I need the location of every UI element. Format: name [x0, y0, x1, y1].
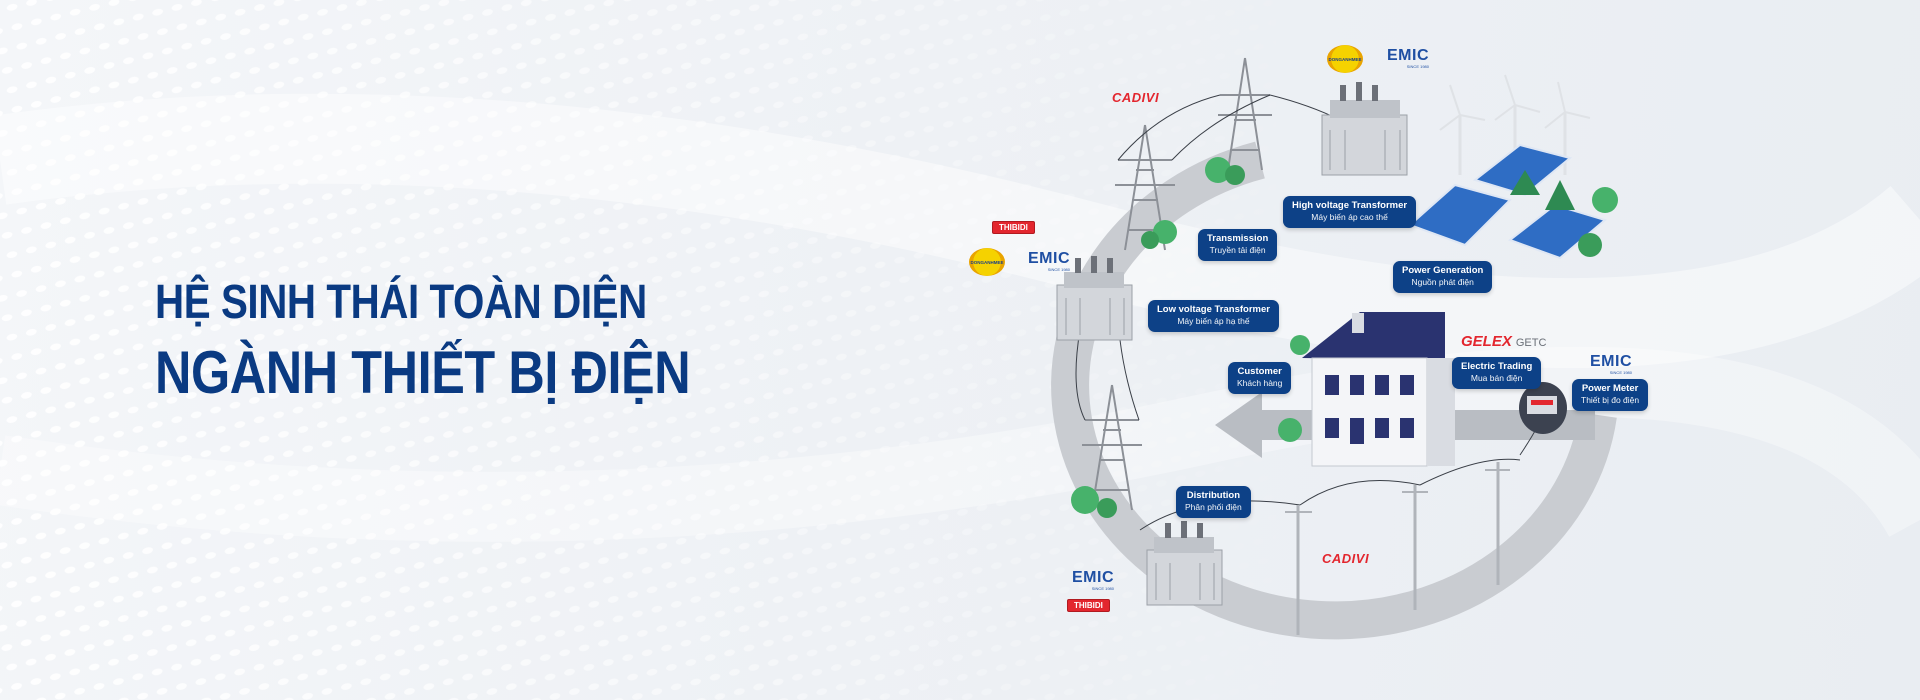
label-transmission: Transmission Truyền tải điện	[1198, 229, 1278, 261]
utility-pole-icon	[1285, 462, 1510, 635]
low-voltage-transformer-icon	[1056, 256, 1133, 341]
label-electric-trading: Electric Trading Mua bán điện	[1452, 357, 1542, 389]
label-low-voltage-transformer: Low voltage Transformer Máy biến áp hạ t…	[1148, 300, 1279, 332]
headline-line-1: HỆ SINH THÁI TOÀN DIỆN	[155, 276, 647, 329]
label-distribution: Distribution Phân phối điện	[1176, 486, 1251, 518]
label-high-voltage-transformer: High voltage Transformer Máy biến áp cao…	[1283, 196, 1417, 228]
power-meter-icon	[1519, 382, 1567, 434]
page-headline: HỆ SINH THÁI TOÀN DIỆN NGÀNH THIẾT BỊ ĐI…	[155, 270, 691, 410]
thibidi-logo: THIBIDI	[1067, 599, 1110, 612]
transmission-tower-icon	[1082, 57, 1272, 511]
headline-line-2: NGÀNH THIẾT BỊ ĐIỆN	[155, 339, 691, 406]
dongaanh-logo: DONGANHMEE	[1327, 45, 1363, 73]
label-customer: Customer Khách hàng	[1228, 362, 1292, 394]
high-voltage-transformer-icon	[1321, 82, 1408, 176]
cadivi-logo: CADIVI	[1112, 90, 1160, 105]
distribution-transformer-icon	[1146, 521, 1223, 606]
dongaanh-logo: DONGANHMEE	[969, 248, 1005, 276]
label-power-generation: Power Generation Nguồn phát điện	[1393, 261, 1493, 293]
label-power-meter: Power Meter Thiết bị đo điện	[1572, 379, 1649, 411]
house-icon	[1302, 312, 1455, 467]
thibidi-logo: THIBIDI	[992, 221, 1035, 234]
cadivi-logo: CADIVI	[1322, 551, 1370, 566]
solar-panel-icon	[1408, 143, 1608, 260]
